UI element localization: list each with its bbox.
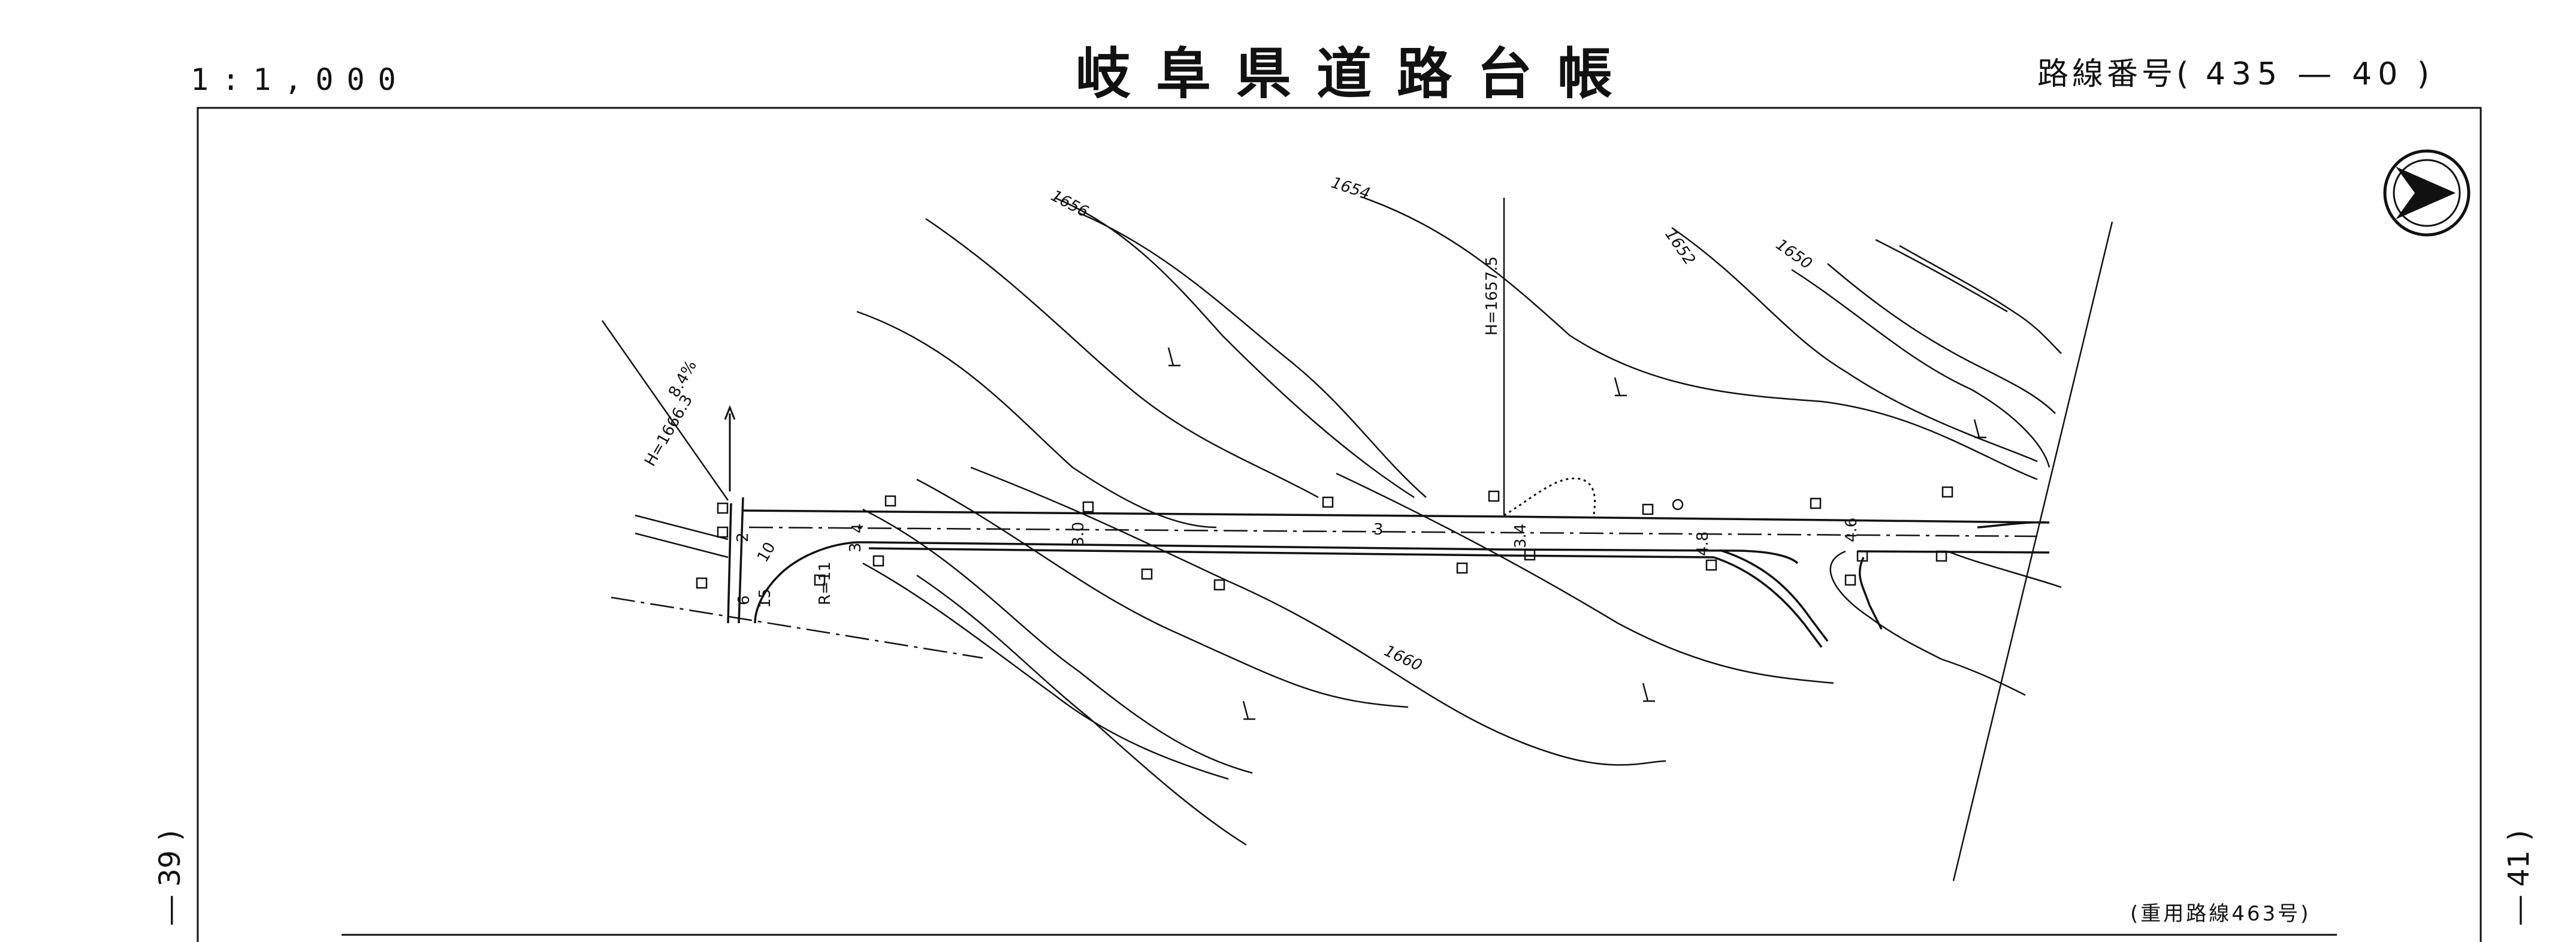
map-frame — [197, 107, 2482, 942]
grade-label: 8.4% — [665, 357, 700, 400]
width-label: 3 — [1373, 521, 1384, 539]
field-marker — [696, 577, 708, 589]
grade-leader — [601, 320, 729, 501]
road-branch-inner — [1719, 549, 1829, 642]
route-close: ) — [2417, 56, 2433, 92]
road-edge-bottom-inner — [868, 547, 1714, 558]
road-curve — [754, 541, 869, 624]
contour-line — [925, 218, 1319, 499]
road-edge-top — [742, 509, 2050, 529]
contour-label: 1652 — [1661, 226, 1699, 268]
road-stub — [635, 532, 729, 558]
contour-line — [970, 466, 1666, 766]
tree-icon — [1242, 701, 1255, 720]
boundary-line — [611, 596, 983, 659]
contour-line — [1360, 195, 2038, 481]
point-marker — [1672, 499, 1684, 511]
vegetation-symbols — [1167, 347, 1986, 720]
contour-line — [1054, 197, 1415, 499]
field-marker — [1705, 559, 1717, 571]
tree-icon — [1642, 683, 1655, 702]
field-marker — [1642, 503, 1654, 515]
road-left-edge-inner — [738, 497, 744, 624]
width-label: 4 — [849, 523, 867, 533]
north-arrow-icon — [2383, 149, 2471, 237]
contour-line — [862, 508, 1253, 774]
field-marker — [1456, 562, 1468, 574]
road-center-line — [748, 526, 2038, 538]
route-label: 路線番号( — [2037, 56, 2193, 92]
field-marker — [1941, 486, 1953, 498]
dotted-mound — [1503, 478, 1596, 517]
field-marker — [1810, 497, 1822, 509]
field-marker — [1524, 549, 1536, 561]
width-label: 3 — [847, 542, 865, 552]
field-marker — [1322, 496, 1334, 508]
width-label: 4.6 — [1843, 518, 1861, 542]
field-marker — [1844, 574, 1856, 586]
field-marker — [1082, 501, 1094, 513]
contour-line — [1671, 227, 2038, 463]
contour-line — [1791, 268, 2050, 468]
road-edge-bottom — [868, 541, 2050, 564]
contour-line — [1827, 263, 2056, 414]
page-title: 岐阜県道路台帳 — [1076, 42, 1638, 106]
elevation-label: H=1657.5 — [1483, 256, 1501, 336]
contour-line — [916, 574, 1247, 846]
road-branch — [1713, 556, 1823, 648]
field-marker — [1213, 579, 1225, 591]
contour-labels: 1656 1654 1652 1650 1660 H=1657.5 H=1666… — [641, 174, 1861, 675]
map-scale: 1:1,000 — [191, 62, 409, 97]
grade-arrow-head — [724, 404, 736, 420]
contour-line — [1947, 550, 2062, 588]
tree-icon — [1973, 419, 1986, 439]
contour-label: 1654 — [1329, 174, 1372, 203]
contour-line — [1829, 550, 2026, 696]
sheet-boundary-line — [1952, 221, 2113, 881]
width-label: 3.4 — [1512, 524, 1530, 548]
field-marker — [1488, 490, 1500, 502]
tree-icon — [1614, 377, 1627, 397]
field-marker — [814, 574, 826, 586]
width-label: 6 — [735, 595, 753, 605]
width-label: 10 — [754, 539, 780, 566]
shared-route-note: (重用路線463号) — [2130, 902, 2311, 926]
width-label: 15 — [756, 588, 774, 608]
contour-label: 1660 — [1381, 642, 1425, 675]
field-marker — [1141, 568, 1153, 580]
route-number-value: 435 ― 40 — [2205, 56, 2404, 92]
contour-label: 1650 — [1772, 236, 1815, 273]
contour-line — [1899, 244, 2062, 354]
curve-radius-label: R=11 — [816, 561, 834, 605]
width-label: 2 — [734, 532, 752, 542]
route-number: 路線番号( 435 ― 40 ) — [2037, 59, 2433, 90]
elevation-label-left: H=1666.3 — [641, 392, 696, 470]
contour-line — [1078, 212, 1427, 498]
field-marker — [1856, 550, 1868, 562]
road-stub — [635, 514, 729, 541]
field-marker — [1935, 550, 1947, 562]
field-marker — [717, 502, 729, 514]
road — [727, 497, 2050, 648]
field-marker — [872, 555, 884, 567]
field-marker — [884, 495, 896, 507]
road-branch-right — [1858, 557, 1883, 630]
field-markers — [696, 486, 1953, 591]
contour-label: 1656 — [1048, 187, 1092, 222]
road-left-edge — [727, 503, 732, 624]
contour-line — [916, 478, 1409, 708]
field-marker — [717, 526, 729, 538]
tree-icon — [1167, 347, 1180, 367]
contour-line — [1875, 238, 2008, 313]
width-label: 3.0 — [1070, 522, 1088, 547]
width-label: 4.8 — [1694, 532, 1712, 556]
contour-line — [856, 310, 1217, 529]
contour-line — [862, 562, 1229, 780]
